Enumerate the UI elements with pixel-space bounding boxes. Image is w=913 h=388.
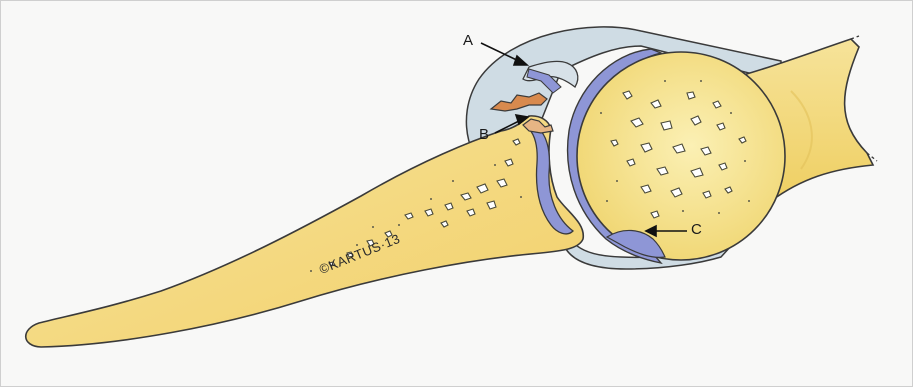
humeral-head [577,52,785,260]
scapula-bone [26,116,584,347]
label-b: B [479,127,489,142]
shaft-edge-dash [851,36,859,39]
label-a: A [463,33,473,48]
label-c: C [691,222,702,237]
